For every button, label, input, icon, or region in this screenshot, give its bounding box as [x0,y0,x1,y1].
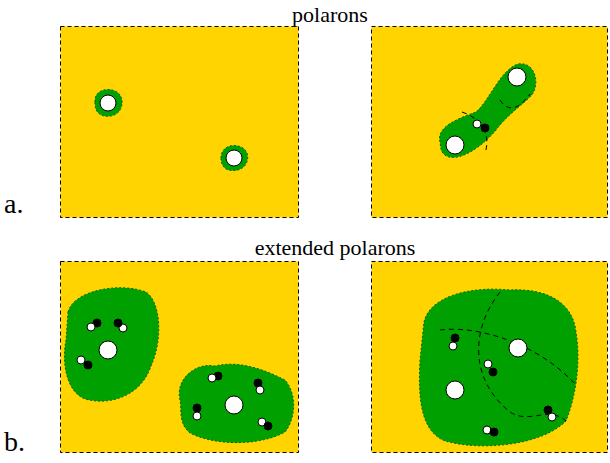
overlap-line [479,292,566,421]
ion [508,68,526,86]
ion [226,150,242,166]
panel [372,27,608,218]
panel-letter: a. [4,190,23,218]
hole [193,404,201,412]
overlap-lines [440,94,576,421]
hole [451,334,459,342]
electron [77,356,85,364]
ion [446,136,464,154]
hole [114,319,122,327]
polaron-cloud [179,364,293,442]
hole [264,422,272,430]
polaron-cloud [221,146,248,171]
panel [61,27,299,218]
hole [489,368,497,376]
section-heading: extended polarons [255,237,416,259]
hole [84,361,92,369]
panel [61,262,299,453]
electron [473,120,481,128]
ion [99,341,117,359]
electron [87,323,95,331]
polaron-cloud [419,289,578,446]
section-heading: polarons [292,4,368,26]
ion [446,381,464,399]
electron [193,412,201,420]
particles [77,68,556,436]
polaron-clouds [64,64,577,446]
polaron-cloud [440,64,536,158]
ion [100,95,116,111]
panel-frames [61,27,608,453]
electron [484,360,492,368]
polaron-cloud [95,90,122,117]
electron [256,386,264,394]
panel [372,262,608,453]
ion [225,396,243,414]
electron [449,342,457,350]
ion [509,339,527,357]
hole [490,428,498,436]
hole [481,124,489,132]
overlap-line [500,94,530,108]
polaron-cloud [64,288,158,401]
panel-letter: b. [4,428,25,456]
electron [208,374,216,382]
electron [548,413,556,421]
overlap-line [440,329,576,385]
